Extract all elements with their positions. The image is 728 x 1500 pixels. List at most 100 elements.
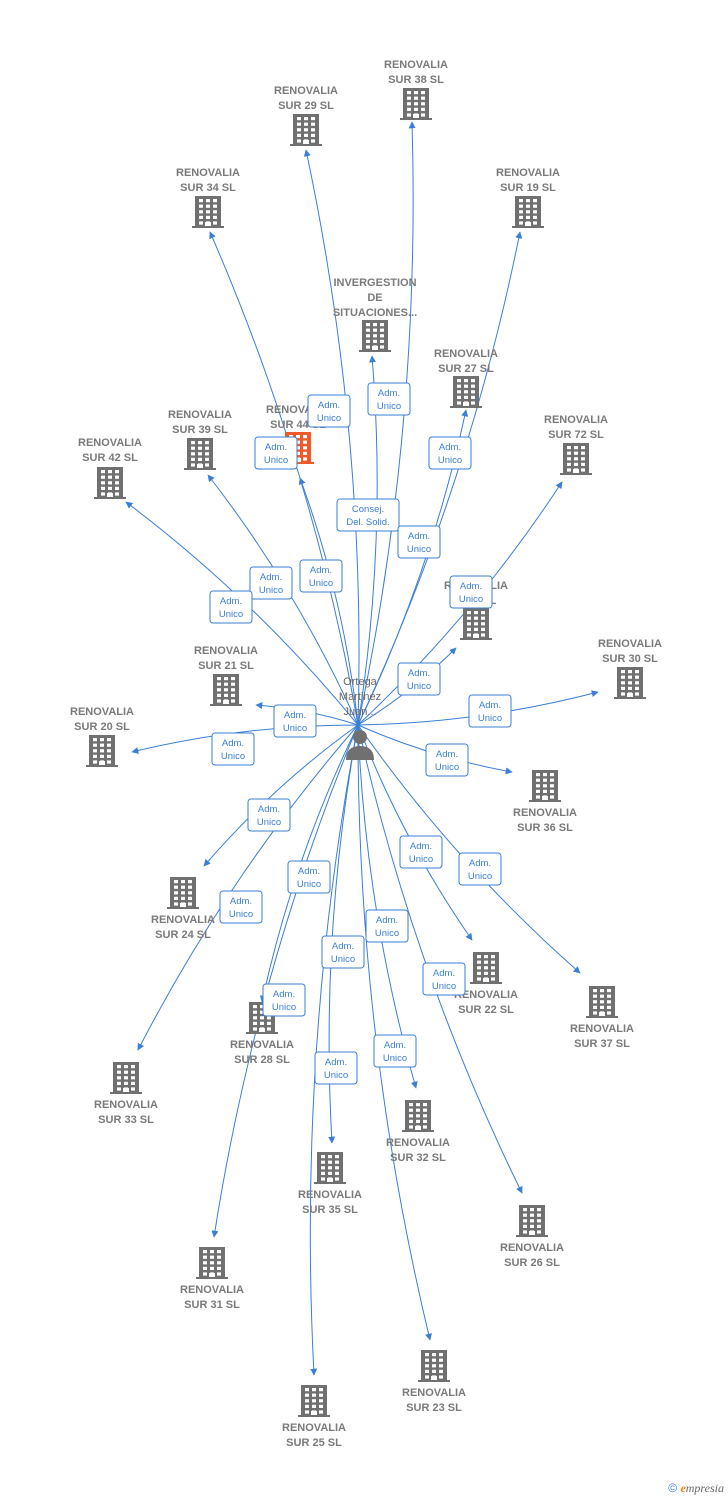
company-label-invergestion-line: SITUACIONES... xyxy=(333,307,417,319)
brand-name: mpresia xyxy=(685,1481,724,1495)
role-badge-sur24[interactable]: Adm.Unico xyxy=(247,798,291,832)
building-icon-sur35[interactable] xyxy=(314,1152,346,1184)
building-icon-sur23[interactable] xyxy=(418,1350,450,1382)
role-badge-sur38[interactable]: Adm.Unico xyxy=(367,382,411,416)
role-badge-sur42[interactable]: Adm.Unico xyxy=(209,590,253,624)
role-badge-sur22[interactable]: Adm.Unico xyxy=(399,835,443,869)
role-text: Adm.Unico xyxy=(383,1040,407,1064)
building-icon-sur72[interactable] xyxy=(560,443,592,475)
role-text: Adm.Unico xyxy=(283,710,307,734)
role-badge-sur21[interactable]: Adm.Unico xyxy=(273,704,317,738)
person-name-label-line: Ortega xyxy=(343,676,378,688)
building-icon-invergestion[interactable] xyxy=(359,320,391,352)
role-badge-sur26[interactable]: Adm.Unico xyxy=(422,962,466,996)
edge-sur19 xyxy=(357,231,523,726)
company-label-sur28-line: RENOVALIA xyxy=(230,1039,294,1051)
building-icon-sur20[interactable] xyxy=(86,735,118,767)
role-badge-sur32[interactable]: Adm.Unico xyxy=(365,909,409,943)
role-badge-sur31[interactable]: Adm.Unico xyxy=(262,983,306,1017)
person-name-label-line: Juan... xyxy=(343,706,376,718)
company-label-sur42-line: SUR 42 SL xyxy=(82,452,138,464)
company-label-sur30-line: SUR 30 SL xyxy=(602,653,658,665)
building-icon-sur22[interactable] xyxy=(470,952,502,984)
person-icon xyxy=(346,730,374,760)
company-label-sur20-line: SUR 20 SL xyxy=(74,721,130,733)
role-badge-sur25[interactable]: Adm.Unico xyxy=(314,1051,358,1085)
building-icon-sur24[interactable] xyxy=(167,877,199,909)
building-icon-sur34[interactable] xyxy=(192,196,224,228)
building-icon-sur29[interactable] xyxy=(290,114,322,146)
building-icon-sur37[interactable] xyxy=(586,986,618,1018)
copyright-symbol: © xyxy=(668,1481,678,1495)
company-label-sur38-line: RENOVALIA xyxy=(384,59,448,71)
building-icon-sur42[interactable] xyxy=(94,467,126,499)
building-icon-sur39[interactable] xyxy=(184,438,216,470)
edge-sur33 xyxy=(137,724,359,1051)
building-icon-sur32[interactable] xyxy=(402,1100,434,1132)
edge-sur44 xyxy=(298,477,359,726)
building-icon-sur_x[interactable] xyxy=(460,608,492,640)
role-badge-sur28[interactable]: Adm.Unico xyxy=(287,860,331,894)
brand-initial: e xyxy=(680,1481,686,1495)
building-icon-sur31[interactable] xyxy=(196,1247,228,1279)
role-text: Adm.Unico xyxy=(331,941,355,965)
role-badge-sur35[interactable]: Adm.Unico xyxy=(321,935,365,969)
role-badge-sur44[interactable]: Adm.Unico xyxy=(299,559,343,593)
company-label-sur26-line: RENOVALIA xyxy=(500,1242,564,1254)
role-badge-sur20[interactable]: Adm.Unico xyxy=(211,732,255,766)
role-badge-invergestion[interactable]: Consej.Del. Solid. xyxy=(336,498,400,532)
role-text: Adm.Unico xyxy=(297,866,321,890)
company-label-sur31-line: SUR 31 SL xyxy=(184,1299,240,1311)
building-icon-sur38[interactable] xyxy=(400,88,432,120)
role-badge-sur30[interactable]: Adm.Unico xyxy=(468,694,512,728)
role-text: Adm.Unico xyxy=(309,565,333,589)
company-label-sur30: RENOVALIA SUR 30 SL xyxy=(598,638,662,665)
role-badge-sur36[interactable]: Adm.Unico xyxy=(425,743,469,777)
role-text: Adm.Unico xyxy=(432,968,456,992)
role-badge-sur37[interactable]: Adm.Unico xyxy=(458,852,502,886)
role-text: Adm.Unico xyxy=(468,858,492,882)
building-icon-sur19[interactable] xyxy=(512,196,544,228)
role-badge-sur29[interactable]: Adm.Unico xyxy=(307,394,351,428)
role-badge-sur72[interactable]: Adm.Unico xyxy=(449,575,493,609)
company-label-sur22-line: SUR 22 SL xyxy=(458,1004,514,1016)
building-icon-sur33[interactable] xyxy=(110,1062,142,1094)
role-badge-sur23[interactable]: Adm.Unico xyxy=(373,1034,417,1068)
edge-sur23 xyxy=(357,724,432,1341)
person-name-label-line: Martinez xyxy=(339,691,381,703)
role-badge-sur34[interactable]: Adm.Unico xyxy=(254,436,298,470)
role-badge-sur_x[interactable]: Adm.Unico xyxy=(397,662,441,696)
building-icon-sur21[interactable] xyxy=(210,674,242,706)
company-label-sur30-line: RENOVALIA xyxy=(598,638,662,650)
company-label-sur35-line: RENOVALIA xyxy=(298,1189,362,1201)
edge-sur31 xyxy=(211,724,359,1238)
role-text: Adm.Unico xyxy=(409,841,433,865)
role-badge-sur33[interactable]: Adm.Unico xyxy=(219,890,263,924)
building-icon-sur25[interactable] xyxy=(298,1385,330,1417)
building-icon-sur36[interactable] xyxy=(529,770,561,802)
building-icon-sur30[interactable] xyxy=(614,667,646,699)
role-badge-sur19[interactable]: Adm.Unico xyxy=(428,436,472,470)
role-text: Adm.Unico xyxy=(221,738,245,762)
company-label-sur21-line: SUR 21 SL xyxy=(198,660,254,672)
company-label-sur37-line: SUR 37 SL xyxy=(574,1038,630,1050)
role-badge-sur39[interactable]: Adm.Unico xyxy=(249,566,293,600)
company-label-sur24-line: RENOVALIA xyxy=(151,914,215,926)
company-label-sur39-line: RENOVALIA xyxy=(168,409,232,421)
company-label-sur72-line: SUR 72 SL xyxy=(548,429,604,441)
company-label-sur38-line: SUR 38 SL xyxy=(388,74,444,86)
building-icon-sur27[interactable] xyxy=(450,376,482,408)
building-icon-sur26[interactable] xyxy=(516,1205,548,1237)
role-badge-sur27[interactable]: Adm.Unico xyxy=(397,525,441,559)
